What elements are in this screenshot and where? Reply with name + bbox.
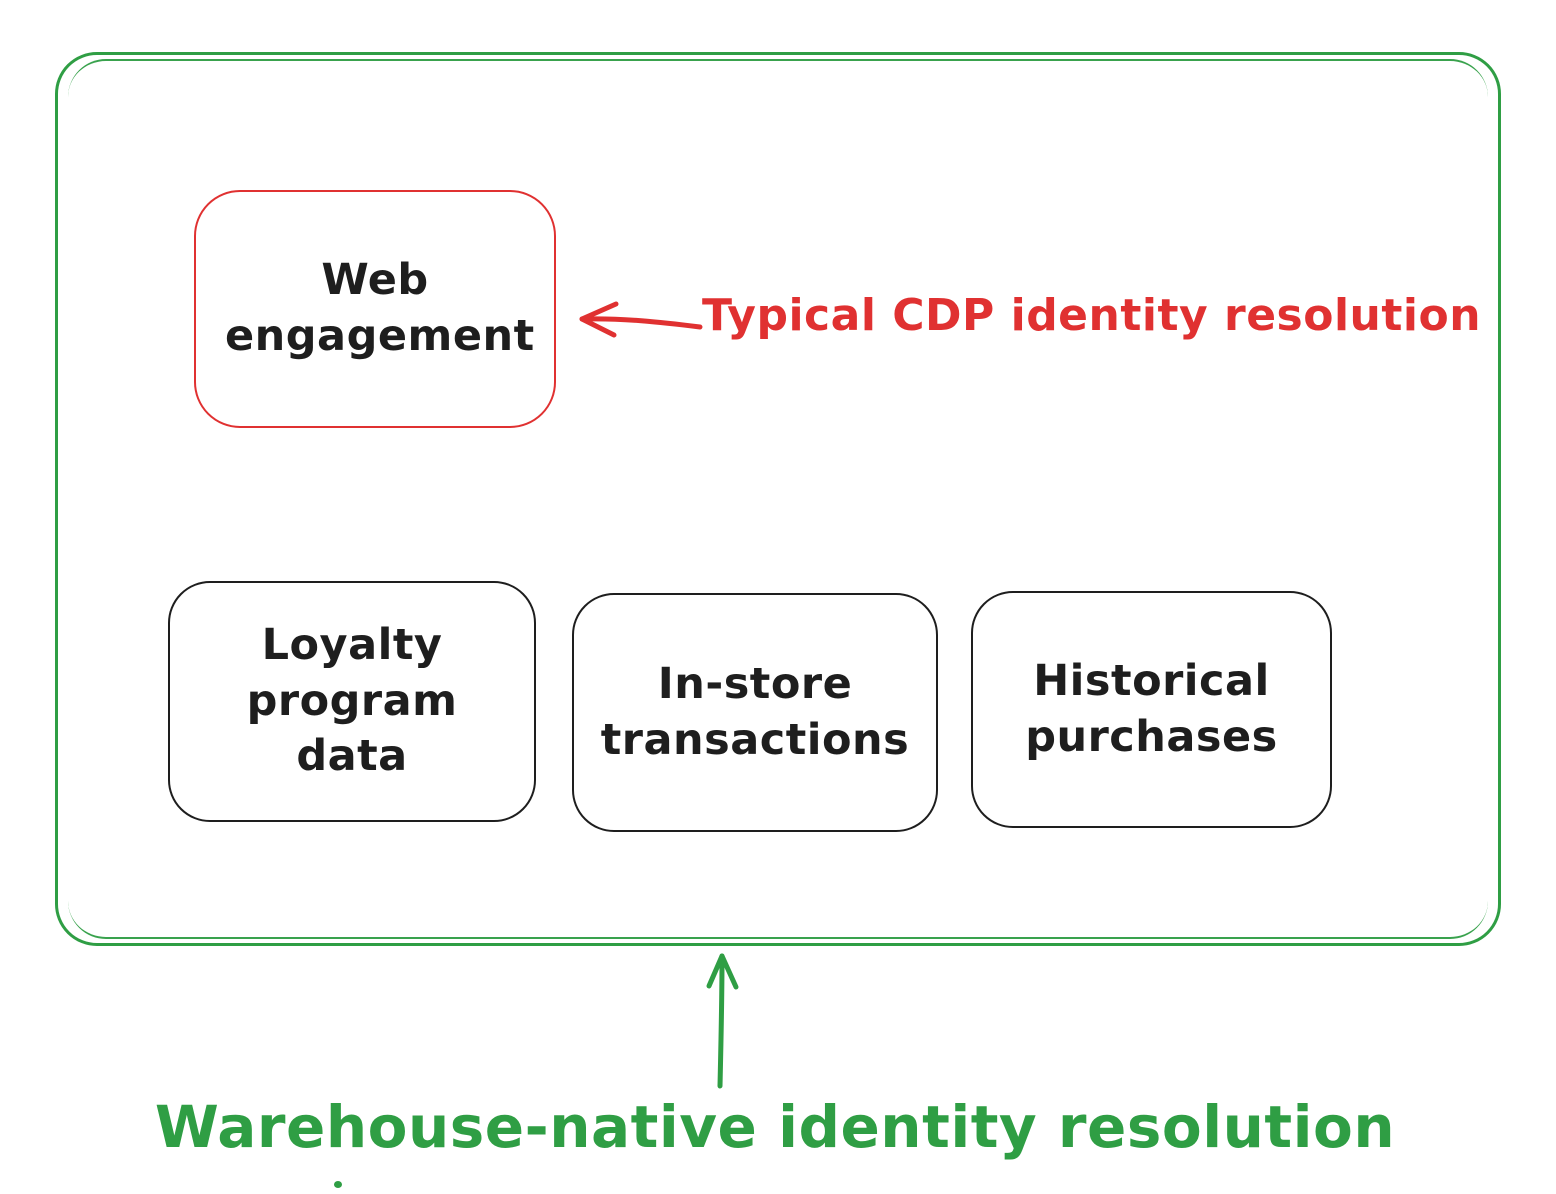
- box-web-engagement-label: Web engagement: [225, 255, 535, 361]
- warehouse-annotation-text: Warehouse-native identity resolution: [154, 1093, 1396, 1161]
- box-web-engagement: Web engagement: [194, 190, 556, 428]
- box-in-store-transactions: In-store transactions: [572, 593, 938, 832]
- box-loyalty-program-data: Loyalty program data: [168, 581, 536, 822]
- stray-dot: [334, 1181, 342, 1188]
- cdp-annotation-text: Typical CDP identity resolution: [702, 290, 1482, 341]
- box-historical-purchases: Historical purchases: [971, 591, 1332, 828]
- box-in-store-transactions-label: In-store transactions: [600, 658, 910, 765]
- up-arrow-barb-left: [706, 953, 725, 989]
- warehouse-scope-container: [55, 52, 1501, 946]
- box-loyalty-program-data-label: Loyalty program data: [246, 619, 458, 782]
- up-arrow-icon: [706, 953, 739, 1089]
- up-arrow-barb-right: [719, 953, 739, 990]
- up-arrow-shaft: [717, 955, 725, 1089]
- box-historical-purchases-label: Historical purchases: [1025, 655, 1278, 762]
